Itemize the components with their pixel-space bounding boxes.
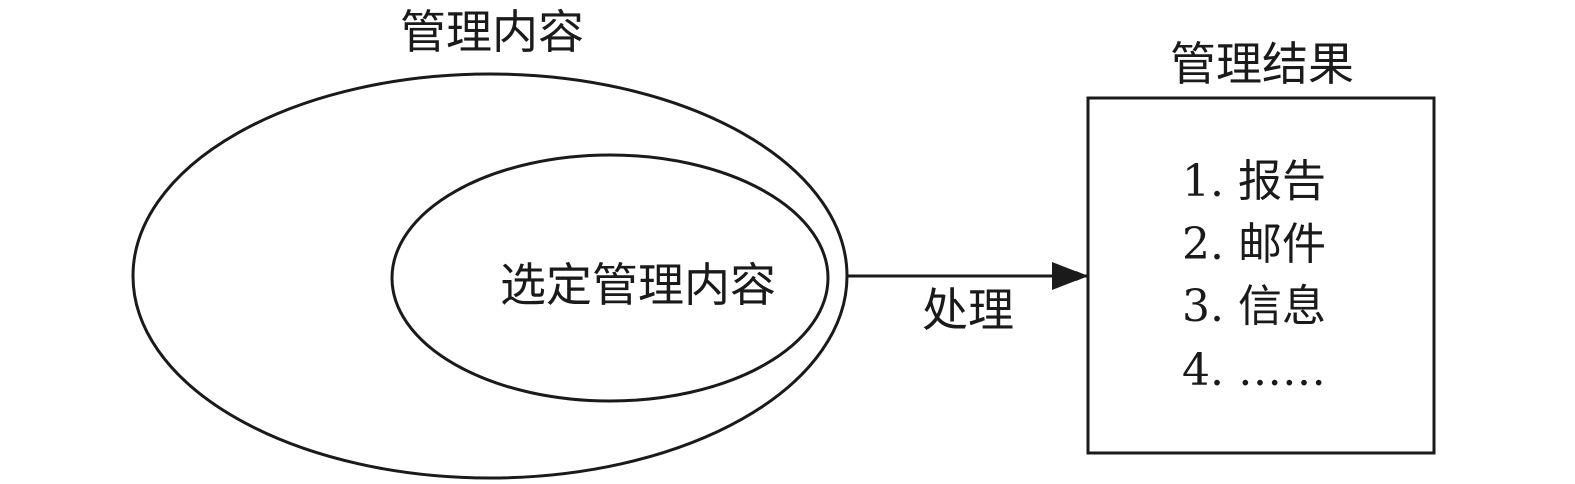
inner-set-ellipse: [390, 153, 830, 403]
process-label: 处理: [922, 283, 1014, 337]
result-item-3: 3. 信息: [1182, 281, 1326, 332]
result-item-2: 2. 邮件: [1182, 219, 1326, 270]
inner-set-label: 选定管理内容: [500, 258, 776, 312]
result-item-4: 4. ……: [1182, 345, 1326, 396]
result-item-1: 1. 报告: [1182, 156, 1326, 207]
result-title: 管理结果: [1170, 37, 1354, 91]
outer-set-title: 管理内容: [400, 5, 584, 59]
result-box: [1086, 96, 1436, 455]
arrowhead-icon: [1052, 262, 1088, 290]
outer-set-ellipse: [131, 72, 849, 480]
